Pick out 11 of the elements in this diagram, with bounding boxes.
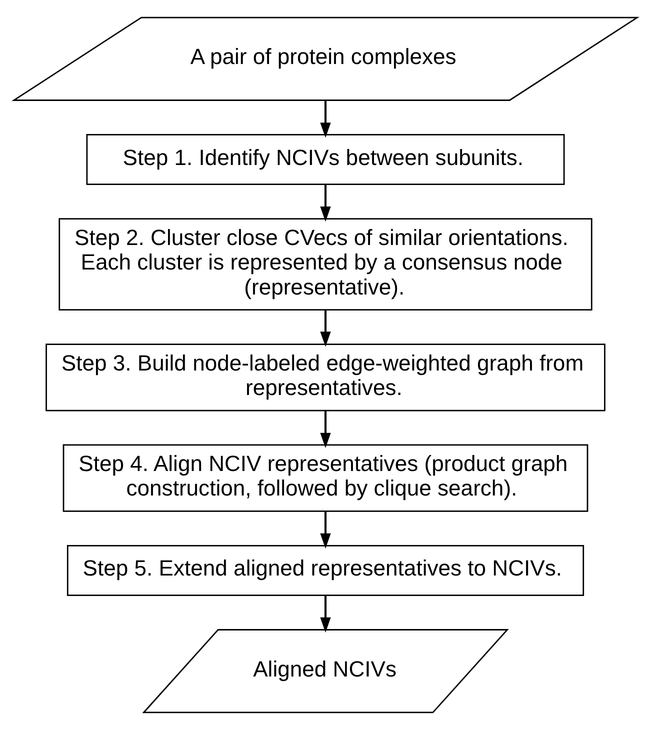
node-box: Step 3. Build node-labeled edge-weighted graph from representatives.: [46, 344, 606, 412]
arrow: [320, 310, 331, 347]
arrow: [320, 511, 331, 549]
arrow: [320, 410, 331, 448]
node-box: Step 4. Align NCIV representatives (product graph construction, followed by clique search).: [62, 444, 588, 512]
node-box: Step 2. Cluster close CVecs of similar orientations. Each cluster is represented by a consensus node (representative).: [58, 218, 592, 311]
arrow: [320, 596, 331, 633]
arrow: [320, 100, 331, 138]
arrow: [320, 184, 331, 222]
node-box: Step 1. Identify NCIVs between subunits.: [86, 134, 565, 186]
node-box: Step 5. Extend aligned representatives to NCIVs.: [66, 544, 584, 596]
